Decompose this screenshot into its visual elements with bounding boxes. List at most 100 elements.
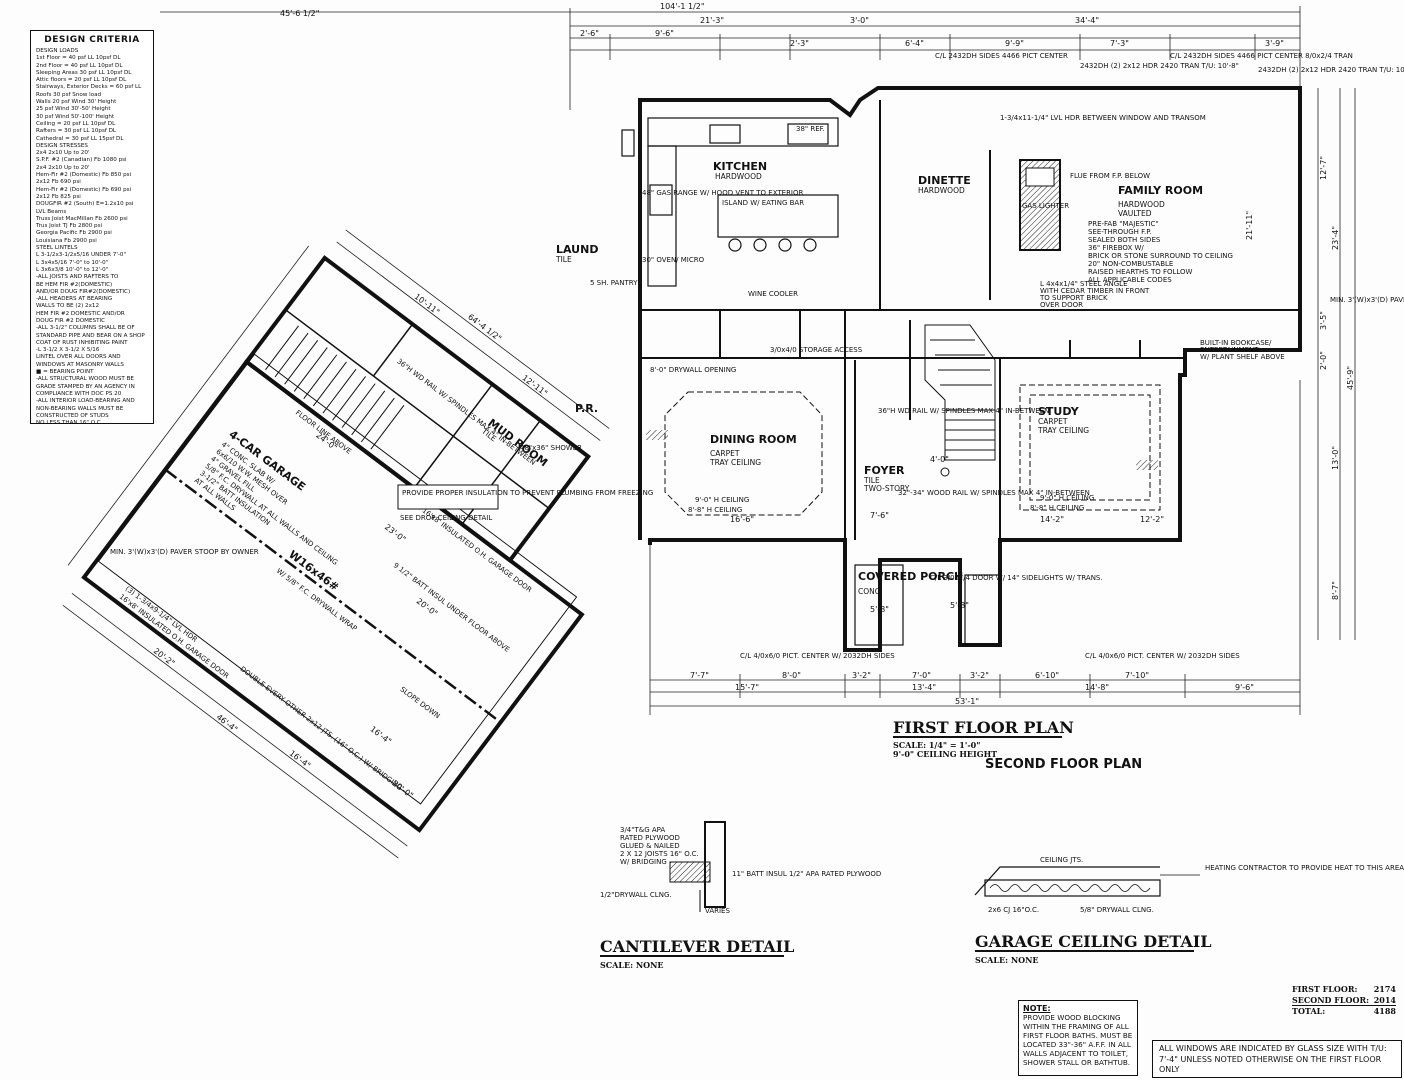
first-floor-scale: SCALE: 1/4" = 1'-0"	[893, 740, 980, 750]
total-area-label: TOTAL:	[1292, 1006, 1326, 1016]
laundry-name: LAUND	[556, 243, 598, 256]
design-criteria-line: Cathedral = 30 psf LL 15psf DL	[36, 135, 124, 142]
cantilever-note-2: GLUED & NAILED	[620, 842, 680, 850]
windows-note-box: ALL WINDOWS ARE INDICATED BY GLASS SIZE …	[1152, 1040, 1402, 1078]
design-criteria-line: DOUG FIR #2 DOMESTIC	[36, 317, 106, 324]
dim-right-6: 3'-5"	[1319, 311, 1328, 330]
design-criteria-line: Louisiana Fb 2900 psi	[36, 237, 97, 244]
design-criteria-line: L 3-1/2x3-1/2x5/16 UNDER 7'-0"	[36, 252, 127, 259]
design-criteria-line: Rafters = 30 psf LL 10psf DL	[36, 128, 117, 135]
fp-note-1: SEE-THROUGH F.P.	[1088, 228, 1152, 236]
fp-note-5: 20" NON-COMBUSTABLE	[1088, 260, 1173, 268]
dim-top-7: 3'-9"	[1265, 39, 1284, 48]
cantilever-scale: SCALE: NONE	[600, 960, 664, 970]
design-criteria-line: Ceiling = 20 psf LL 10psf DL	[36, 120, 116, 127]
dim-bottom-overall: 53'-1"	[955, 697, 979, 706]
rear-window-2: C/L 2432DH SIDES 4466 PICT CENTER 8/0x2/…	[1170, 52, 1353, 60]
design-criteria-line: Georgia Pacific Fb 2900 psi	[36, 230, 112, 237]
kitchen-floor: HARDWOOD	[715, 172, 762, 181]
cantilever-note-1: RATED PLYWOOD	[620, 834, 680, 842]
steel-angle-notes: L 4x4x1/4" STEEL ANGLE WITH CEDAR TIMBER…	[1039, 280, 1150, 309]
dim-right-3: 13'-0"	[1331, 446, 1340, 470]
porch-floor: CONC.	[858, 587, 882, 596]
study-ceiling-h2: 8'-8" H CEILING	[1030, 504, 1084, 512]
design-criteria-line: STEEL LINTELS	[36, 245, 78, 252]
dim-top-mid: 34'-4"	[1075, 16, 1099, 25]
second-floor-area-label: SECOND FLOOR:	[1292, 994, 1370, 1005]
dim-misc-2: 14'-2"	[1040, 515, 1064, 524]
dim-right-5: 21'-11"	[1245, 211, 1254, 240]
design-criteria-line: 2x12 Fb 690 psi	[36, 179, 81, 186]
pict-center-b: C/L 4/0x6/0 PICT. CENTER W/ 2032DH SIDES	[1085, 652, 1240, 660]
design-criteria-line: Attic floors = 20 psf LL 10psf DL	[36, 77, 127, 84]
diag-dim-c: 12'-11"	[520, 373, 549, 398]
wood-rail-label: 36"H WD RAIL W/ SPINDLES MAX 4" IN-BETWE…	[878, 407, 1049, 415]
fp-note-6: RAISED HEARTHS TO FOLLOW	[1088, 268, 1193, 276]
dim-right-0: 12'-7"	[1319, 156, 1328, 180]
family-note: VAULTED	[1118, 209, 1152, 218]
shower-label: 48"x36" SHOWER	[520, 444, 582, 452]
dim-right-7: 2'-0"	[1319, 351, 1328, 370]
dim-misc-3: 4'-0"	[930, 455, 949, 464]
mud-wood-rail: 36"H WD RAIL W/ SPINDLES MAX 4" IN-BETWE…	[395, 357, 537, 467]
dim-misc-0: 12'-2"	[1140, 515, 1164, 524]
garage-batt: 9 1/2" BATT INSUL UNDER FLOOR ABOVE	[392, 561, 511, 654]
drywall-opening: 8'-0" DRYWALL OPENING	[650, 366, 736, 374]
fireplace	[1019, 159, 1061, 251]
second-floor-area-value: 2014	[1373, 994, 1396, 1005]
heating-note-a: HEATING CONTRACTOR TO PROVIDE HEAT TO TH…	[1205, 864, 1404, 872]
design-criteria-line: STANDARD PIPE AND BEAR ON A SHOP	[36, 332, 145, 339]
garage-dim-b: 16'-4"	[288, 749, 313, 771]
dining-name: DINING ROOM	[710, 433, 797, 446]
design-criteria-line: DESIGN STRESSES	[36, 142, 88, 149]
dim-bottom-4: 3'-2"	[970, 671, 989, 680]
dim-bottom-5: 6'-10"	[1035, 671, 1059, 680]
island-label: ISLAND W/ EATING BAR	[722, 199, 804, 207]
garage-dim-c: 46'-4"	[215, 712, 240, 734]
garage-dim-e: 23'-0"	[383, 522, 408, 544]
note-body: PROVIDE WOOD BLOCKING WITHIN THE FRAMING…	[1023, 1013, 1133, 1067]
cantilever-detail: 3/4"T&G APA RATED PLYWOOD GLUED & NAILED…	[600, 821, 881, 970]
area-summary: FIRST FLOOR:2174 SECOND FLOOR:2014 TOTAL…	[1292, 984, 1396, 1018]
drywall-clng: 5/8" DRYWALL CLNG.	[1080, 906, 1154, 914]
cantilever-note-4: W/ BRIDGING	[620, 858, 667, 866]
design-criteria-line: Hem-Fir #2 (Domestic) Fb 850 psi	[36, 172, 132, 179]
cantilever-drywall: 1/2"DRYWALL CLNG.	[600, 891, 672, 899]
fireplace-notes: PRE-FAB "MAJESTIC" SEE-THROUGH F.P. SEAL…	[1088, 220, 1233, 284]
right-dim-labels: 12'-7" 23'-4" 45'-9" 13'-0" 8'-7" 21'-11…	[1245, 156, 1355, 600]
bookcase-1: ENTERTAINMENT	[1200, 346, 1259, 354]
dim-top-4: 6'-4"	[905, 39, 924, 48]
oven-label: 30" OVEN/ MICRO	[642, 256, 705, 264]
design-criteria-line: Roofs 30 psf Snow load	[36, 91, 102, 98]
insulation-note: PROVIDE PROPER INSULATION TO PREVENT PLU…	[397, 484, 653, 522]
garage-door-bottom: 16'x8' INSULATED O.H. GARAGE DOOR	[118, 593, 231, 681]
fp-note-0: PRE-FAB "MAJESTIC"	[1088, 220, 1159, 228]
right-dimensions	[1317, 88, 1356, 640]
dim-top-5: 9'-9"	[1005, 39, 1024, 48]
design-criteria-line: Hem-Fir #2 (Domestic) Fb 690 psi	[36, 186, 132, 193]
kitchen-fixtures	[621, 117, 839, 287]
dim-misc-6: 7'-6"	[870, 511, 889, 520]
slope-label: SLOPE DOWN	[399, 685, 442, 720]
dim-bottom-1: 8'-0"	[782, 671, 801, 680]
first-floor-area-label: FIRST FLOOR:	[1292, 984, 1358, 994]
dim-misc-4: 5'-8"	[870, 605, 889, 614]
design-criteria-line: AND/OR DOUG FIR#2(DOMESTIC)	[36, 288, 131, 295]
design-criteria-line: Trus Joist TJ Fb 2800 psi	[36, 223, 103, 230]
range-label: 48" GAS RANGE W/ HOOD VENT TO EXTERIOR	[642, 189, 804, 197]
design-criteria-line: COAT OF RUST INHIBITING PAINT	[36, 339, 128, 346]
design-criteria-line: L 3x4x5/16 7'-0" to 10'-0"	[36, 259, 109, 266]
first-floor-ceiling: 9'-0" CEILING HEIGHT	[893, 749, 997, 759]
dim-top-3: 3'-0"	[850, 16, 869, 25]
design-criteria-line: BE HEM FIR #2(DOMESTIC)	[36, 281, 113, 288]
storage-label: 3/0x4/0 STORAGE ACCESS	[770, 346, 863, 354]
design-criteria-line: 2x4 2x10 Up to 20'	[36, 150, 90, 157]
bookcase-0: BUILT-IN BOOKCASE/	[1200, 339, 1272, 347]
design-criteria-line: Walls 20 psf Wind 30' Height	[36, 99, 117, 106]
dim-misc-1: 16'-6"	[730, 515, 754, 524]
ceiling-jts: CEILING JTS.	[1040, 856, 1083, 864]
door-sidelights: C/L 3/0x7/4 DOOR W/ 14" SIDELIGHTS W/ TR…	[930, 574, 1103, 582]
dim-top-1: 9'-6"	[655, 29, 674, 38]
dim-top-6: 7'-3"	[1110, 39, 1129, 48]
